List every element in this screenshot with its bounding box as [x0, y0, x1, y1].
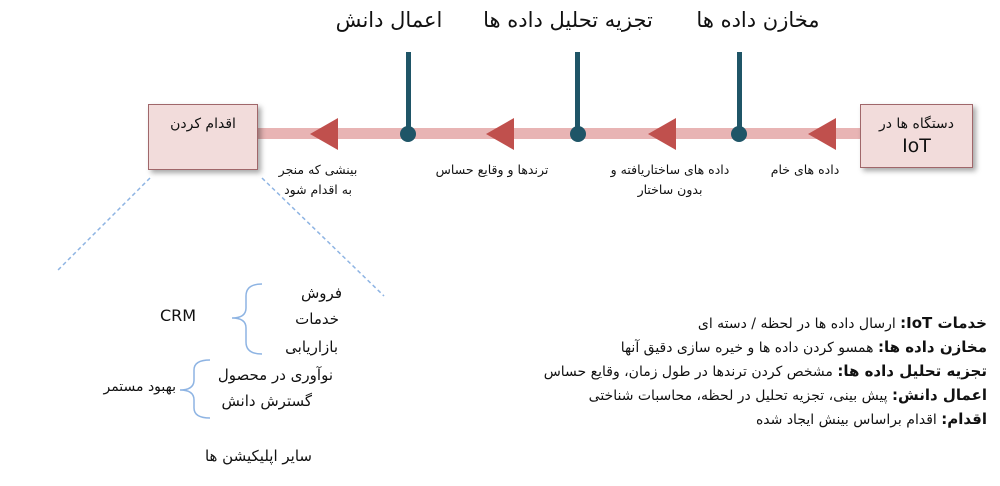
app-innovation: نوآوری در محصول [217, 366, 333, 384]
flow-label-structured-line1: داده های ساختاریافته و [610, 162, 730, 177]
target-box-take-action: اقدام کردن [148, 104, 258, 170]
flow-label-structured: داده های ساختاریافته و بدون ساختار [611, 160, 730, 200]
flow-label-raw-data: داده های خام [770, 162, 840, 177]
app-crm: CRM [160, 306, 197, 325]
pipeline-bar [255, 128, 865, 139]
stage-node [731, 126, 747, 142]
stage-title-data-stores: مخازن داده ها [696, 8, 820, 32]
flow-arrow [808, 118, 836, 150]
source-box-line2: IoT [902, 135, 931, 157]
stage-stem [406, 52, 411, 136]
app-marketing: بازاریابی [285, 338, 338, 356]
definition-action: اقدام: اقدام براساس بینش ایجاد شده [756, 408, 987, 432]
definition-data-analysis: تجزیه تحلیل داده ها: مشخص کردن ترندها در… [544, 360, 987, 384]
app-knowledge: گسترش دانش [221, 392, 312, 410]
brace-improvement [179, 359, 211, 419]
source-box-iot-devices: دستگاه ها در IoT [860, 104, 973, 168]
definition-desc: ارسال داده ها در لحظه / دسته ای [697, 316, 901, 332]
definition-knowledge: اعمال دانش: پیش بینی، تجزیه تحلیل در لحظ… [589, 384, 987, 408]
definition-desc: مشخص کردن ترندها در طول زمان، وقایع حساس [543, 364, 838, 380]
definition-desc: پیش بینی، تجزیه تحلیل در لحظه، محاسبات ش… [588, 388, 892, 404]
flow-label-structured-line2: بدون ساختار [637, 182, 703, 197]
stage-node [400, 126, 416, 142]
definition-term: مخازن داده ها: [877, 338, 987, 356]
definition-desc: اقدام براساس بینش ایجاد شده [755, 412, 942, 428]
flow-arrow [310, 118, 338, 150]
flow-label-insight: بینشی که منجر به اقدام شود [279, 160, 358, 200]
expand-line-left [55, 177, 151, 273]
flow-label-insight-line1: بینشی که منجر [278, 162, 358, 177]
brace-crm [231, 283, 263, 355]
flow-arrow [486, 118, 514, 150]
definition-term: اقدام: [941, 410, 987, 428]
expand-line-right [261, 177, 385, 297]
definition-term: خدمات IoT: [900, 314, 987, 332]
flow-label-trends: ترندها و وقایع حساس [435, 162, 549, 177]
definition-desc: همسو کردن داده ها و خیره سازی دقیق آنها [620, 340, 878, 356]
flow-arrow [648, 118, 676, 150]
app-sales: فروش [300, 284, 342, 302]
stage-stem [737, 52, 742, 136]
target-box-label: اقدام کردن [170, 116, 236, 132]
source-box-line1: دستگاه ها در [878, 116, 955, 132]
flow-label-insight-line2: به اقدام شود [284, 182, 352, 197]
stage-node [570, 126, 586, 142]
definition-iot-services: خدمات IoT: ارسال داده ها در لحظه / دسته … [698, 312, 987, 336]
definition-term: اعمال دانش: [892, 386, 987, 404]
definition-data-stores: مخازن داده ها: همسو کردن داده ها و خیره … [621, 336, 987, 360]
app-services: خدمات [295, 310, 339, 328]
stage-title-data-analysis: تجزیه تحلیل داده ها [483, 8, 653, 32]
definition-term: تجزیه تحلیل داده ها: [837, 362, 987, 380]
app-improvement: بهبود مستمر [103, 379, 176, 395]
stage-title-knowledge: اعمال دانش [335, 8, 443, 32]
app-other: سایر اپلیکیشن ها [204, 447, 312, 465]
stage-stem [575, 52, 580, 136]
